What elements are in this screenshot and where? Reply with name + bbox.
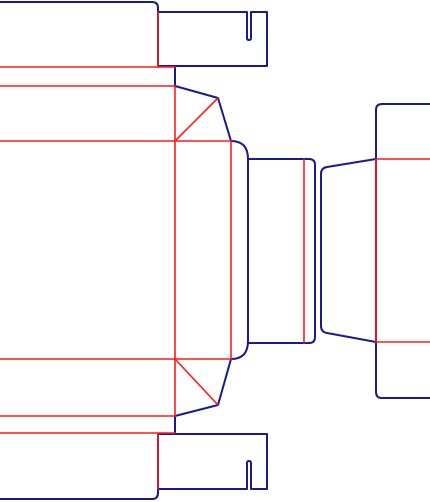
top-tuck-tab-cut <box>157 11 268 67</box>
bottom-left-panel-cut <box>0 433 159 500</box>
right-panel-cut <box>375 103 430 399</box>
top-left-panel-cut <box>0 1 159 68</box>
fold-upper-diagonal <box>174 97 219 142</box>
bottom-tuck-tab-cut <box>157 433 268 490</box>
right-tapered-flap-cut <box>320 158 377 343</box>
small-flap-cut <box>247 158 316 344</box>
side-panel-cut <box>230 140 249 360</box>
fold-lines <box>0 11 430 490</box>
fold-lower-diagonal <box>174 358 219 406</box>
